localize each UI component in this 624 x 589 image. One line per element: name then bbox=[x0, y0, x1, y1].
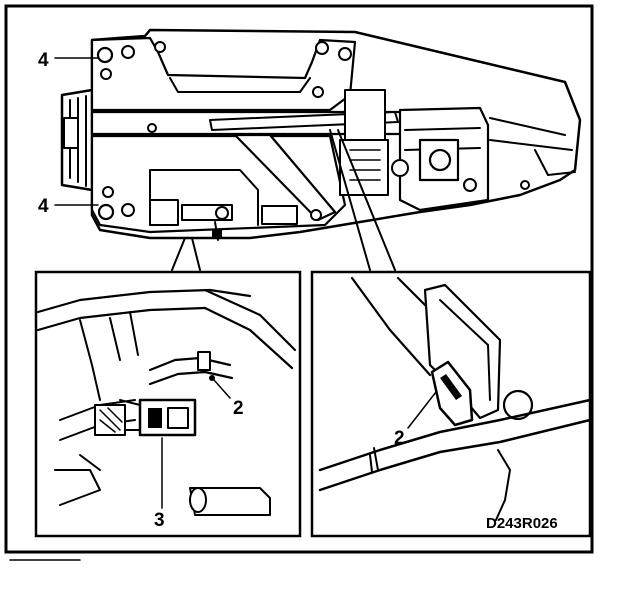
inset-left-clip bbox=[197, 351, 211, 371]
hole bbox=[338, 47, 352, 61]
inset-left bbox=[34, 270, 302, 538]
hole bbox=[121, 45, 135, 59]
label-clip-right: 2 bbox=[394, 428, 405, 449]
leader-clip-left bbox=[213, 379, 231, 399]
hole bbox=[520, 180, 530, 190]
mid-component bbox=[344, 89, 386, 141]
hole bbox=[312, 86, 324, 98]
inset-left-harness bbox=[148, 356, 234, 386]
hole bbox=[100, 68, 112, 80]
label-bolt-bottom: 4 bbox=[38, 196, 49, 217]
zoom-leader-right bbox=[329, 129, 396, 271]
leader-clip-right bbox=[407, 391, 437, 429]
hole bbox=[121, 203, 135, 217]
hole bbox=[310, 209, 322, 221]
label-clip-left: 2 bbox=[233, 398, 244, 419]
hole bbox=[463, 178, 477, 192]
lower-connector bbox=[261, 205, 298, 225]
hole bbox=[315, 41, 329, 55]
motor-hub bbox=[428, 148, 452, 172]
figure-code: D243R026 bbox=[486, 515, 558, 532]
lower-connector bbox=[149, 199, 179, 226]
right-rail bbox=[489, 117, 576, 176]
inset-right-cable bbox=[318, 398, 592, 492]
diagonal-brace bbox=[233, 133, 337, 222]
mid-component bbox=[339, 139, 389, 196]
hole bbox=[96, 46, 114, 64]
hole bbox=[154, 41, 166, 53]
hole bbox=[102, 186, 114, 198]
outer-frame bbox=[4, 4, 594, 554]
inset-right bbox=[310, 270, 592, 538]
main-assembly bbox=[60, 28, 582, 241]
motor-block bbox=[418, 138, 460, 182]
label-connector: 3 bbox=[154, 510, 165, 531]
zoom-leader-left bbox=[171, 237, 201, 271]
inset-left-tube bbox=[36, 288, 252, 332]
inset-right-knob bbox=[502, 389, 534, 421]
label-bolt-top: 4 bbox=[38, 50, 49, 71]
hole bbox=[97, 203, 115, 221]
hole bbox=[147, 123, 157, 133]
motor-gear bbox=[391, 159, 409, 177]
